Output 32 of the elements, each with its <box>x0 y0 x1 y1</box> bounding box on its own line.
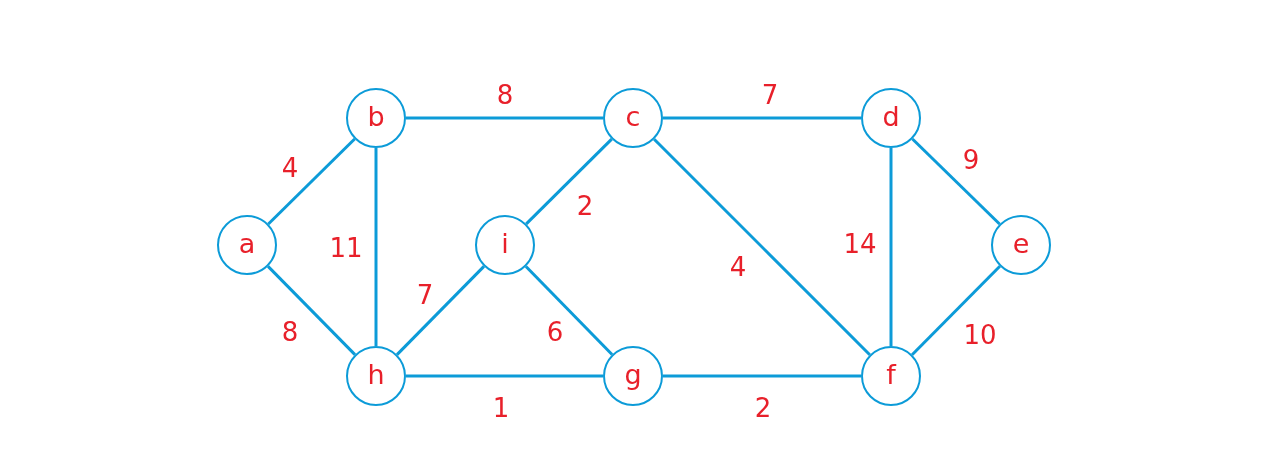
vertex-circle <box>217 215 277 275</box>
vertex-label: c <box>625 102 641 134</box>
edge-line <box>374 148 378 346</box>
vertex-label: a <box>238 229 256 261</box>
vertex-circle <box>991 215 1051 275</box>
edge-line <box>406 374 603 378</box>
vertex-circle <box>346 88 406 148</box>
edge-line <box>889 148 893 346</box>
edge-line <box>396 265 485 356</box>
edge-line <box>267 138 356 225</box>
vertex-label: e <box>1012 229 1030 261</box>
vertex-circle <box>861 346 921 406</box>
edge-line <box>653 138 871 356</box>
edge-line <box>524 265 614 356</box>
edge-line <box>525 138 613 225</box>
edge-line <box>406 116 603 120</box>
vertex-label: i <box>501 229 509 261</box>
edge-line <box>663 374 861 378</box>
edge-line <box>911 265 1001 356</box>
vertex-label: g <box>624 360 642 392</box>
vertex-circle <box>346 346 406 406</box>
vertex-label: d <box>882 102 900 134</box>
vertex-circle <box>475 215 535 275</box>
vertex-label: h <box>367 360 385 392</box>
vertex-circle <box>603 88 663 148</box>
vertex-label: b <box>367 102 385 134</box>
edge-line <box>267 265 356 356</box>
vertex-circle <box>603 346 663 406</box>
vertex-label: f <box>886 360 896 392</box>
edge-line <box>663 116 861 120</box>
vertex-circle <box>861 88 921 148</box>
edge-line <box>911 137 1001 226</box>
